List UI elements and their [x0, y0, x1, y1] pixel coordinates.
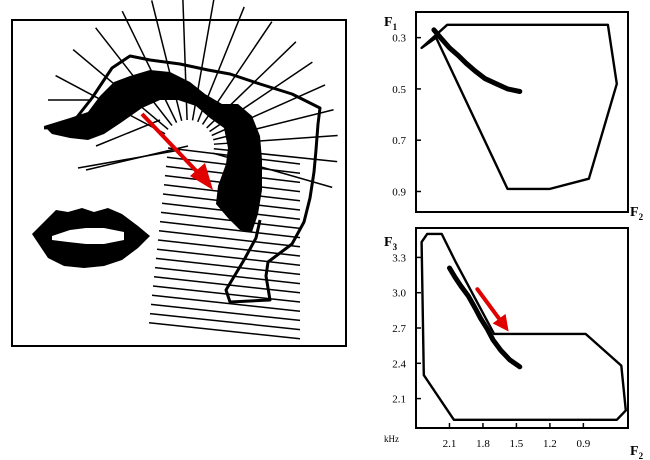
f2-tick-label: 1.5 [510, 438, 524, 450]
vocal-tract-frame [11, 19, 347, 347]
f3-f2-chart: 3.3 3.0 2.7 2.4 2.1 2.1 1.8 1.5 1.2 0.9 F3 F2 kH… [384, 227, 644, 460]
f3-tick-label: 3.3 [392, 252, 406, 264]
f1-f2-plot-frame [415, 11, 629, 213]
tongue-movement-arrow [140, 112, 213, 190]
f3-f2-trajectory [447, 265, 523, 370]
f1-f2-yaxis-ticks: 0.3 0.5 0.7 0.9 [392, 33, 421, 198]
f1-tick-label: 0.9 [392, 186, 406, 198]
f1-f2-xaxis-label: F2 [630, 205, 644, 222]
f1-axis-label: F1 [384, 15, 398, 32]
f3-tick-label: 2.1 [392, 394, 406, 406]
f3-tick-label: 2.7 [392, 323, 406, 335]
f3-f2-direction-arrow [475, 287, 509, 332]
f3-axis-label: F3 [384, 235, 398, 252]
f3-f2-xaxis-label: F2 [630, 444, 644, 460]
f1-f2-vowel-region [420, 23, 618, 191]
f2-tick-label: 1.2 [543, 438, 557, 450]
vocal-tract-outline [43, 54, 322, 304]
arrow-head [492, 313, 509, 332]
f3-f2-vowel-region [420, 232, 627, 421]
f3-f2-xaxis-ticks: 2.1 1.8 1.5 1.2 0.9 [443, 423, 591, 450]
f3-f2-yaxis-ticks: 3.3 3.0 2.7 2.4 2.1 [392, 252, 421, 406]
f1-f2-chart: 0.3 0.5 0.7 0.9 F1 F2 [384, 11, 644, 222]
f3-tick-label: 2.4 [392, 358, 406, 370]
unit-label: kHz [384, 434, 399, 444]
f3-tick-label: 3.0 [392, 288, 406, 300]
f2-tick-label: 2.1 [443, 438, 457, 450]
lips-icon [32, 208, 150, 268]
f3-f2-plot-frame [415, 227, 629, 429]
f1-tick-label: 0.5 [392, 84, 406, 96]
arrow-shaft [475, 287, 502, 321]
f1-f2-trajectory [431, 27, 523, 94]
vocal-tract-panel [11, 0, 347, 347]
f1-tick-label: 0.3 [392, 33, 406, 45]
f2-tick-label: 0.9 [576, 438, 590, 450]
f1-tick-label: 0.7 [392, 135, 406, 147]
tongue-shape [44, 70, 262, 232]
f2-tick-label: 1.8 [476, 438, 490, 450]
